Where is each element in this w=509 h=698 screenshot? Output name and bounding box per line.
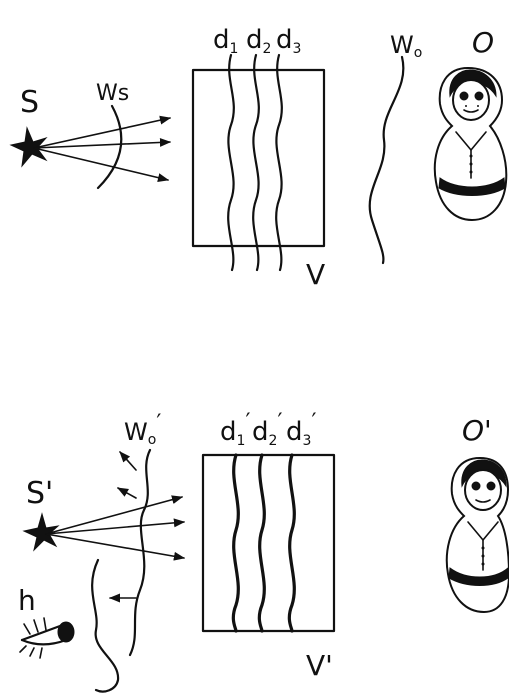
eye-icon [19,617,75,659]
object-label-prime: O' [462,414,492,447]
recording-panel: S Ws V d1 d2 d3 Wo O [9,25,508,291]
object-wavefront-label: Wo [390,31,422,61]
layer1-label: d1 [213,25,238,57]
matryoshka-doll-icon [445,456,509,614]
star-icon [9,126,48,168]
layer3-label: d3 [276,25,301,57]
source-rays [33,115,172,183]
reconstruction-panel: S' Wo′ h [18,410,509,693]
matryoshka-doll-icon [433,66,508,222]
reconstruction-volume [201,453,336,633]
layer2-label: d2 [246,25,271,57]
source-label: S [20,85,39,120]
object-wavefront [368,55,405,265]
source-label-prime: S' [26,476,53,511]
object-label: O [472,26,494,59]
reconstructed-layers [231,453,296,633]
reconstruction-rays [45,495,186,561]
layer2-label-prime: d2′ [252,410,282,449]
reconstructed-wavefront [128,448,152,657]
layer3-label-prime: d3′ [286,410,316,449]
recorded-layers [227,53,283,272]
layer1-label-prime: d1′ [220,410,250,449]
source-wavefront-label: Ws [96,81,129,106]
star-icon [22,512,60,552]
reconstructed-arrows [108,451,137,603]
recording-volume [191,68,326,248]
source-wavefront [96,104,123,190]
volume-label: V [306,258,325,291]
volume-label-prime: V' [306,649,333,682]
eye-label: h [18,584,36,617]
viewer-wavefront [91,558,120,693]
reconstructed-wavefront-label: Wo′ [124,411,161,448]
